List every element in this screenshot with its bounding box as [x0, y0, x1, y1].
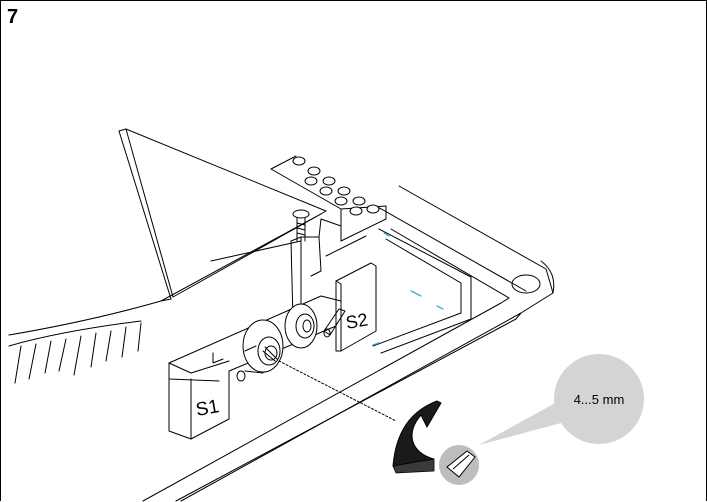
cover-lid	[8, 128, 327, 384]
cam-discs	[236, 303, 318, 382]
switch-bracket	[210, 218, 367, 322]
alignment-dashed-line	[278, 360, 397, 422]
step-number: 7	[7, 6, 19, 28]
mounting-hole	[511, 274, 541, 294]
housing-base-outline	[142, 185, 555, 502]
label-s1: S1	[194, 396, 221, 421]
curved-rotation-arrow-icon	[392, 400, 442, 474]
wire-highlights	[372, 232, 444, 346]
screwdriver-tip-icon	[439, 445, 479, 485]
gap-measurement-label: 4...5 mm	[574, 392, 625, 407]
cable-channel	[372, 228, 472, 354]
gap-measurement-callout	[479, 354, 644, 445]
switch-s1-housing	[168, 295, 342, 440]
terminal-block	[270, 155, 387, 242]
label-s2: S2	[344, 309, 369, 333]
switch-s2-housing	[335, 262, 377, 352]
switch-lever	[323, 308, 346, 338]
